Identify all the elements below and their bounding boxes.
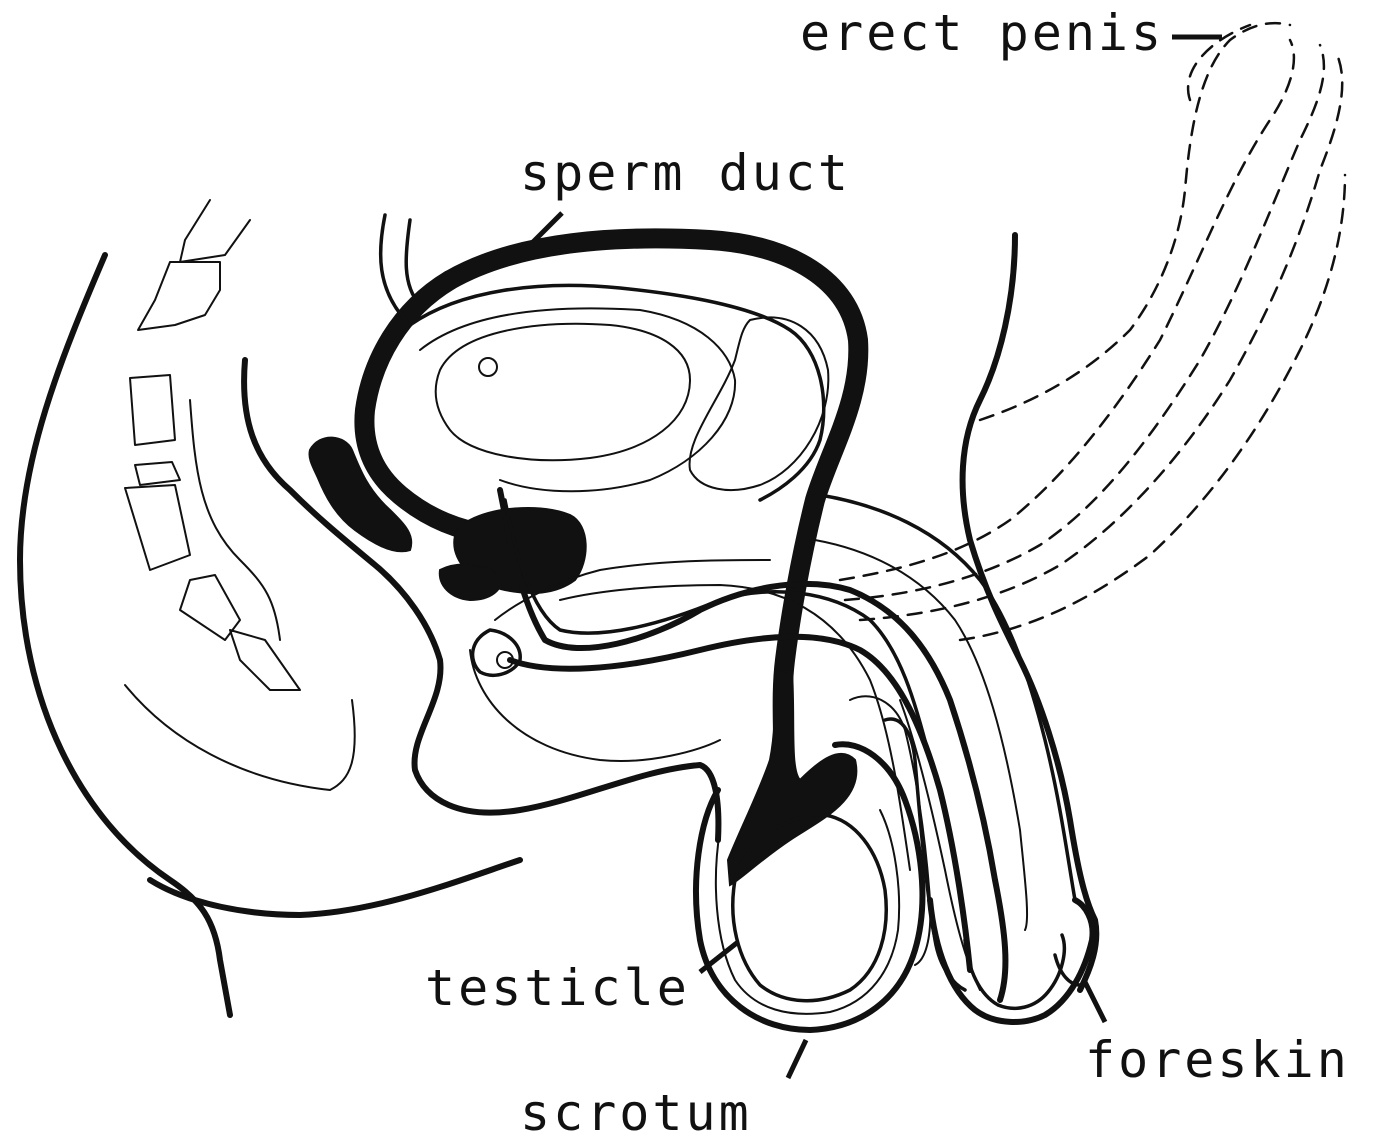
urethral-bulb [473,630,521,675]
bladder-cavity [436,324,690,460]
leader-scrotum [788,1040,806,1078]
pelvic-floor [125,685,355,790]
leader-foreskin [1085,982,1105,1022]
corpus-thin-1 [560,585,910,870]
label-foreskin: foreskin [1085,1031,1350,1089]
label-erect-penis: erect penis [800,4,1164,62]
glans-inner [965,935,1064,1008]
glans-outline [930,900,1093,1022]
abdomen-outline [963,235,1097,990]
testicle-outline [733,815,886,1001]
cowper-gland-black [440,565,501,600]
urethra-lower [510,637,970,970]
label-testicle: testicle [425,959,690,1017]
erect-penis-dashed [840,23,1345,640]
spine-vertebrae [125,200,300,690]
ureter-opening [479,358,497,376]
sperm-duct-top [364,280,490,535]
buttock-outline [150,860,520,915]
bladder-inner-2 [420,308,735,491]
label-scrotum: scrotum [520,1084,752,1140]
rectum-wall [190,400,280,640]
bladder-outer [450,238,858,760]
anal-canal [244,360,718,840]
label-sperm-duct: sperm duct [520,144,851,202]
